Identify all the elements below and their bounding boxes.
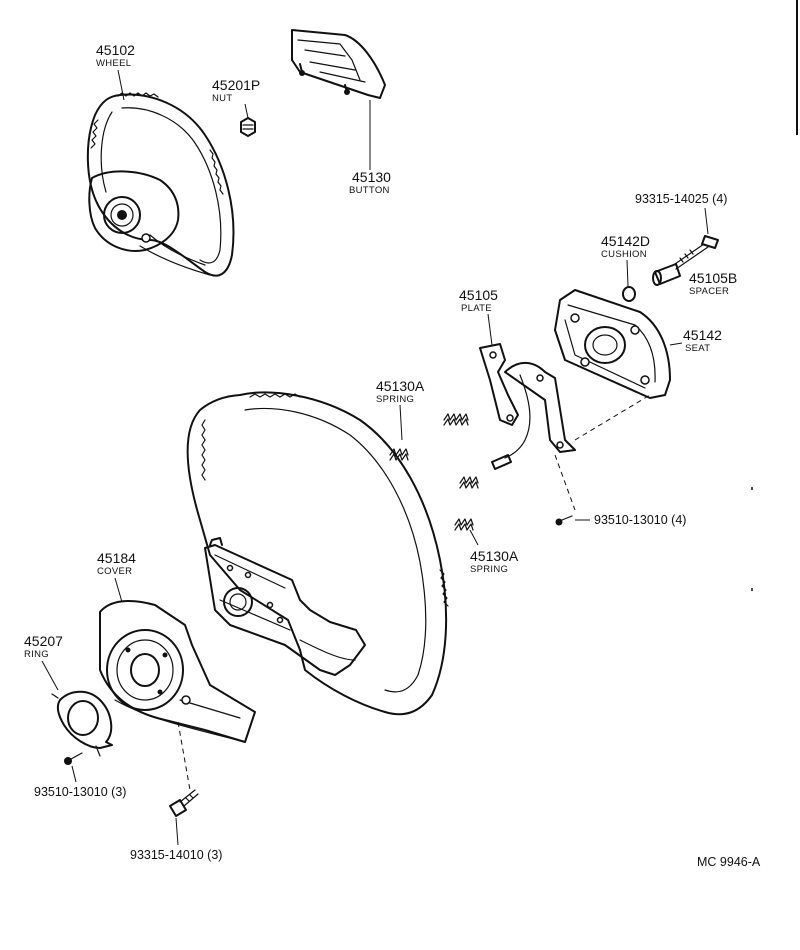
plate-number: 45105 [459, 287, 498, 303]
spring-lower-name: SPRING [470, 564, 508, 575]
screw-left-ref: 93510-13010 (3) [34, 785, 126, 799]
ring-name: RING [24, 649, 49, 660]
bolt-bottom-leader [175, 817, 179, 846]
spring-upper-number: 45130A [376, 378, 425, 394]
nut-drawing [240, 117, 256, 137]
ring-number: 45207 [24, 633, 63, 649]
button-name: BUTTON [349, 185, 390, 196]
spacer-name: SPACER [689, 286, 729, 297]
plate-leader [487, 313, 493, 346]
cushion-leader [626, 259, 629, 287]
wheel-top-leader [117, 69, 125, 101]
steering-wheel-main-drawing [186, 391, 449, 716]
seat-leader [669, 342, 683, 346]
ring-leader [41, 660, 59, 691]
wheel-top-number: 45102 [96, 42, 135, 58]
screw-right-ref: 93510-13010 (4) [594, 513, 686, 527]
spring-1 [443, 413, 469, 426]
nut-number: 45201P [212, 77, 260, 93]
seat-assembly-line [574, 394, 651, 441]
spacer-drawing [652, 263, 681, 286]
spring-lower-number: 45130A [470, 548, 519, 564]
seat-name: SEAT [685, 343, 710, 354]
plate-drawing [479, 343, 576, 470]
bolt-top-leader [704, 207, 709, 235]
screw-left-drawing [64, 752, 83, 765]
steering-wheel-top-drawing [86, 92, 235, 277]
cushion-drawing [622, 286, 636, 302]
spring-3 [459, 476, 479, 489]
cover-name: COVER [97, 566, 132, 577]
cover-leader [114, 577, 123, 603]
spring-lower-leader [469, 529, 479, 546]
cover-drawing [99, 599, 256, 743]
seat-number: 45142 [683, 327, 722, 343]
cushion-number: 45142D [601, 233, 650, 249]
cushion-name: CUSHION [601, 249, 647, 260]
spacer-number: 45105B [689, 270, 737, 286]
bolt-top-drawing [671, 235, 719, 270]
seat-drawing [554, 289, 671, 399]
wheel-top-name: WHEEL [96, 58, 131, 69]
bolt-bottom-drawing [169, 789, 199, 817]
plate-name: PLATE [461, 303, 492, 314]
drawing-code: MC 9946-A [697, 855, 761, 869]
button-number: 45130 [352, 169, 391, 185]
screw-right-drawing [555, 515, 573, 526]
nut-name: NUT [212, 93, 232, 104]
screw-left-leader [71, 765, 77, 783]
nut-leader [244, 103, 249, 119]
bolt-top-ref: 93315-14025 (4) [635, 192, 727, 206]
spring-upper-name: SPRING [376, 394, 414, 405]
spring-upper-leader [399, 404, 403, 441]
spring-4 [454, 518, 474, 531]
cover-assembly-line [177, 721, 191, 791]
screw-assembly-line [554, 454, 576, 511]
ring-drawing [51, 690, 113, 757]
cover-number: 45184 [97, 550, 136, 566]
bolt-bottom-ref: 93315-14010 (3) [130, 848, 222, 862]
button-drawing [291, 29, 386, 99]
